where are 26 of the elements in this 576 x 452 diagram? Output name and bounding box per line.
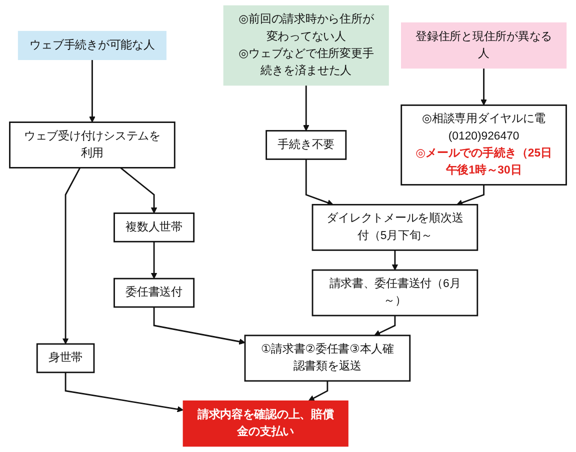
arrow [308, 380, 328, 402]
arrow [456, 184, 484, 206]
node-box: ①請求書②委任書③本人確認書類を返送 [244, 334, 411, 382]
node-box: 複数人世帯 [114, 212, 195, 242]
arrow [480, 68, 487, 106]
arrow [374, 316, 396, 336]
node-box: 請求内容を確認の上、賠償金の支払い [182, 400, 348, 447]
node-box: 委任書送付 [114, 278, 195, 308]
node-box: ウェブ手続きが可能な人 [18, 30, 166, 60]
arrow [303, 85, 310, 132]
node-box: 登録住所と現住所が異なる人 [401, 22, 567, 69]
arrow [120, 167, 158, 214]
node-box: 身世帯 [36, 343, 95, 374]
node-box: ◎前回の請求時から住所が変わってない人 ◎ウェブなどで住所変更手続きを済ませた人 [223, 5, 389, 86]
node-box: ウェブ受け付けシステムを利用 [9, 122, 176, 168]
arrow [64, 372, 184, 412]
node-box: 請求書、委任書送付（6月～） [312, 269, 478, 316]
arrow [89, 60, 96, 123]
node-box: 手続き不要 [266, 130, 347, 160]
node-box: ◎相談専用ダイヤルに電 (0120)926470 ◎メールでの手続き（25日午後1時～30日 [400, 104, 567, 186]
arrow [153, 307, 246, 345]
arrow [62, 167, 81, 344]
arrow [392, 250, 398, 270]
node-box: ダイレクトメールを順次送付（5月下旬～ [312, 204, 478, 251]
arrow [305, 159, 334, 206]
arrow [150, 242, 158, 279]
